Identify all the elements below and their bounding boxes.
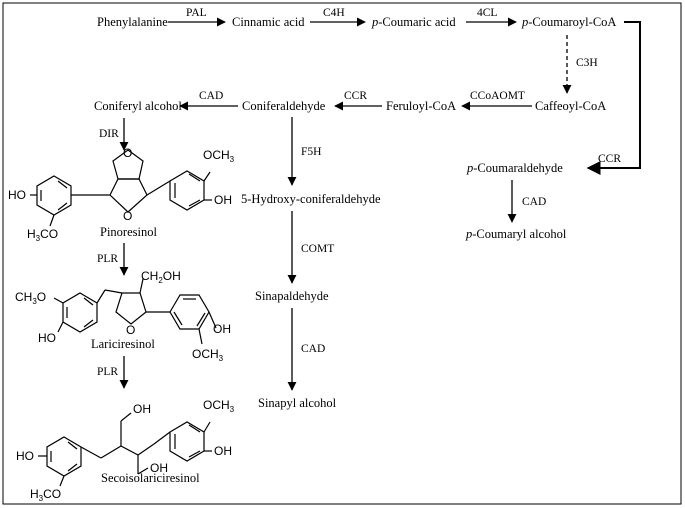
secoisolariciresinol-oh-ring: OH [214, 444, 232, 458]
phenylalanine-label: Phenylalanine [97, 15, 168, 29]
pinoresinol-och3: OCH3 [203, 148, 235, 164]
pinoresinol-label: Pinoresinol [100, 225, 157, 239]
feruloyl-coa-label: Feruloyl-CoA [386, 99, 456, 113]
secoisolariciresinol-oh-bottom: OH [150, 461, 168, 475]
lariciresinol-ch3o: CH3O [15, 290, 46, 306]
pal-enzyme-label: PAL [186, 7, 207, 19]
p-coumaroyl-coa-label: p-Coumaroyl-CoA [521, 15, 616, 29]
comt-enzyme-label: COMT [301, 243, 334, 255]
sinapaldehyde-label: Sinapaldehyde [255, 289, 329, 303]
f5h-enzyme-label: F5H [301, 146, 321, 158]
secoisolariciresinol-h3co: H3CO [30, 487, 61, 503]
plr1-enzyme-label: PLR [97, 253, 118, 265]
coniferaldehyde-label: Coniferaldehyde [242, 99, 326, 113]
lariciresinol-o: O [126, 323, 135, 337]
ccr-top-enzyme-label: CCR [344, 90, 367, 102]
lariciresinol-ch2oh: CH2OH [141, 269, 181, 285]
ccr-right-enzyme-label: CCR [598, 153, 621, 165]
c3h-enzyme-label: C3H [576, 57, 598, 69]
ccr-right-connector [586, 21, 641, 175]
pinoresinol-ho: HO [8, 188, 26, 202]
plr2-enzyme-label: PLR [97, 366, 118, 378]
secoisolariciresinol-oh-top: OH [133, 402, 151, 416]
lariciresinol-och3: OCH3 [192, 347, 224, 363]
p-coumaryl-alcohol-label: p-Coumaryl alcohol [465, 227, 567, 241]
pinoresinol-o-bottom: O [123, 209, 132, 223]
cad-mid-enzyme-label: CAD [301, 343, 325, 355]
pinoresinol-oh: OH [214, 193, 232, 207]
lariciresinol-structure [53, 278, 217, 345]
lariciresinol-oh: OH [213, 322, 231, 336]
caffeoyl-coa-label: Caffeoyl-CoA [535, 99, 606, 113]
cad-right-enzyme-label: CAD [522, 196, 546, 208]
pinoresinol-h3co: H3CO [27, 227, 58, 243]
ccoaomt-enzyme-label: CCoAOMT [470, 90, 525, 102]
p-coumaric-acid-label: p-Coumaric acid [371, 15, 456, 29]
lariciresinol-label: Lariciresinol [91, 337, 155, 351]
cad-top-enzyme-label: CAD [199, 90, 223, 102]
secoisolariciresinol-label: Secoisolariciresinol [101, 471, 200, 485]
lariciresinol-ho: HO [38, 331, 56, 345]
secoisolariciresinol-structure [38, 412, 212, 487]
p-coumaraldehyde-label: p-Coumaraldehyde [466, 161, 563, 175]
sinapyl-alcohol-label: Sinapyl alcohol [258, 396, 337, 410]
pinoresinol-o-top: O [123, 146, 132, 160]
c4h-enzyme-label: C4H [323, 7, 345, 19]
cinnamic-acid-label: Cinnamic acid [232, 15, 305, 29]
coniferyl-alcohol-label: Coniferyl alcohol [94, 99, 182, 113]
5-hydroxy-coniferaldehyde-label: 5-Hydroxy-coniferaldehyde [241, 192, 381, 206]
secoisolariciresinol-och3: OCH3 [203, 398, 235, 414]
4cl-enzyme-label: 4CL [477, 7, 497, 19]
pinoresinol-structure [30, 149, 212, 227]
secoisolariciresinol-ho: HO [16, 449, 34, 463]
dir-enzyme-label: DIR [99, 128, 119, 140]
